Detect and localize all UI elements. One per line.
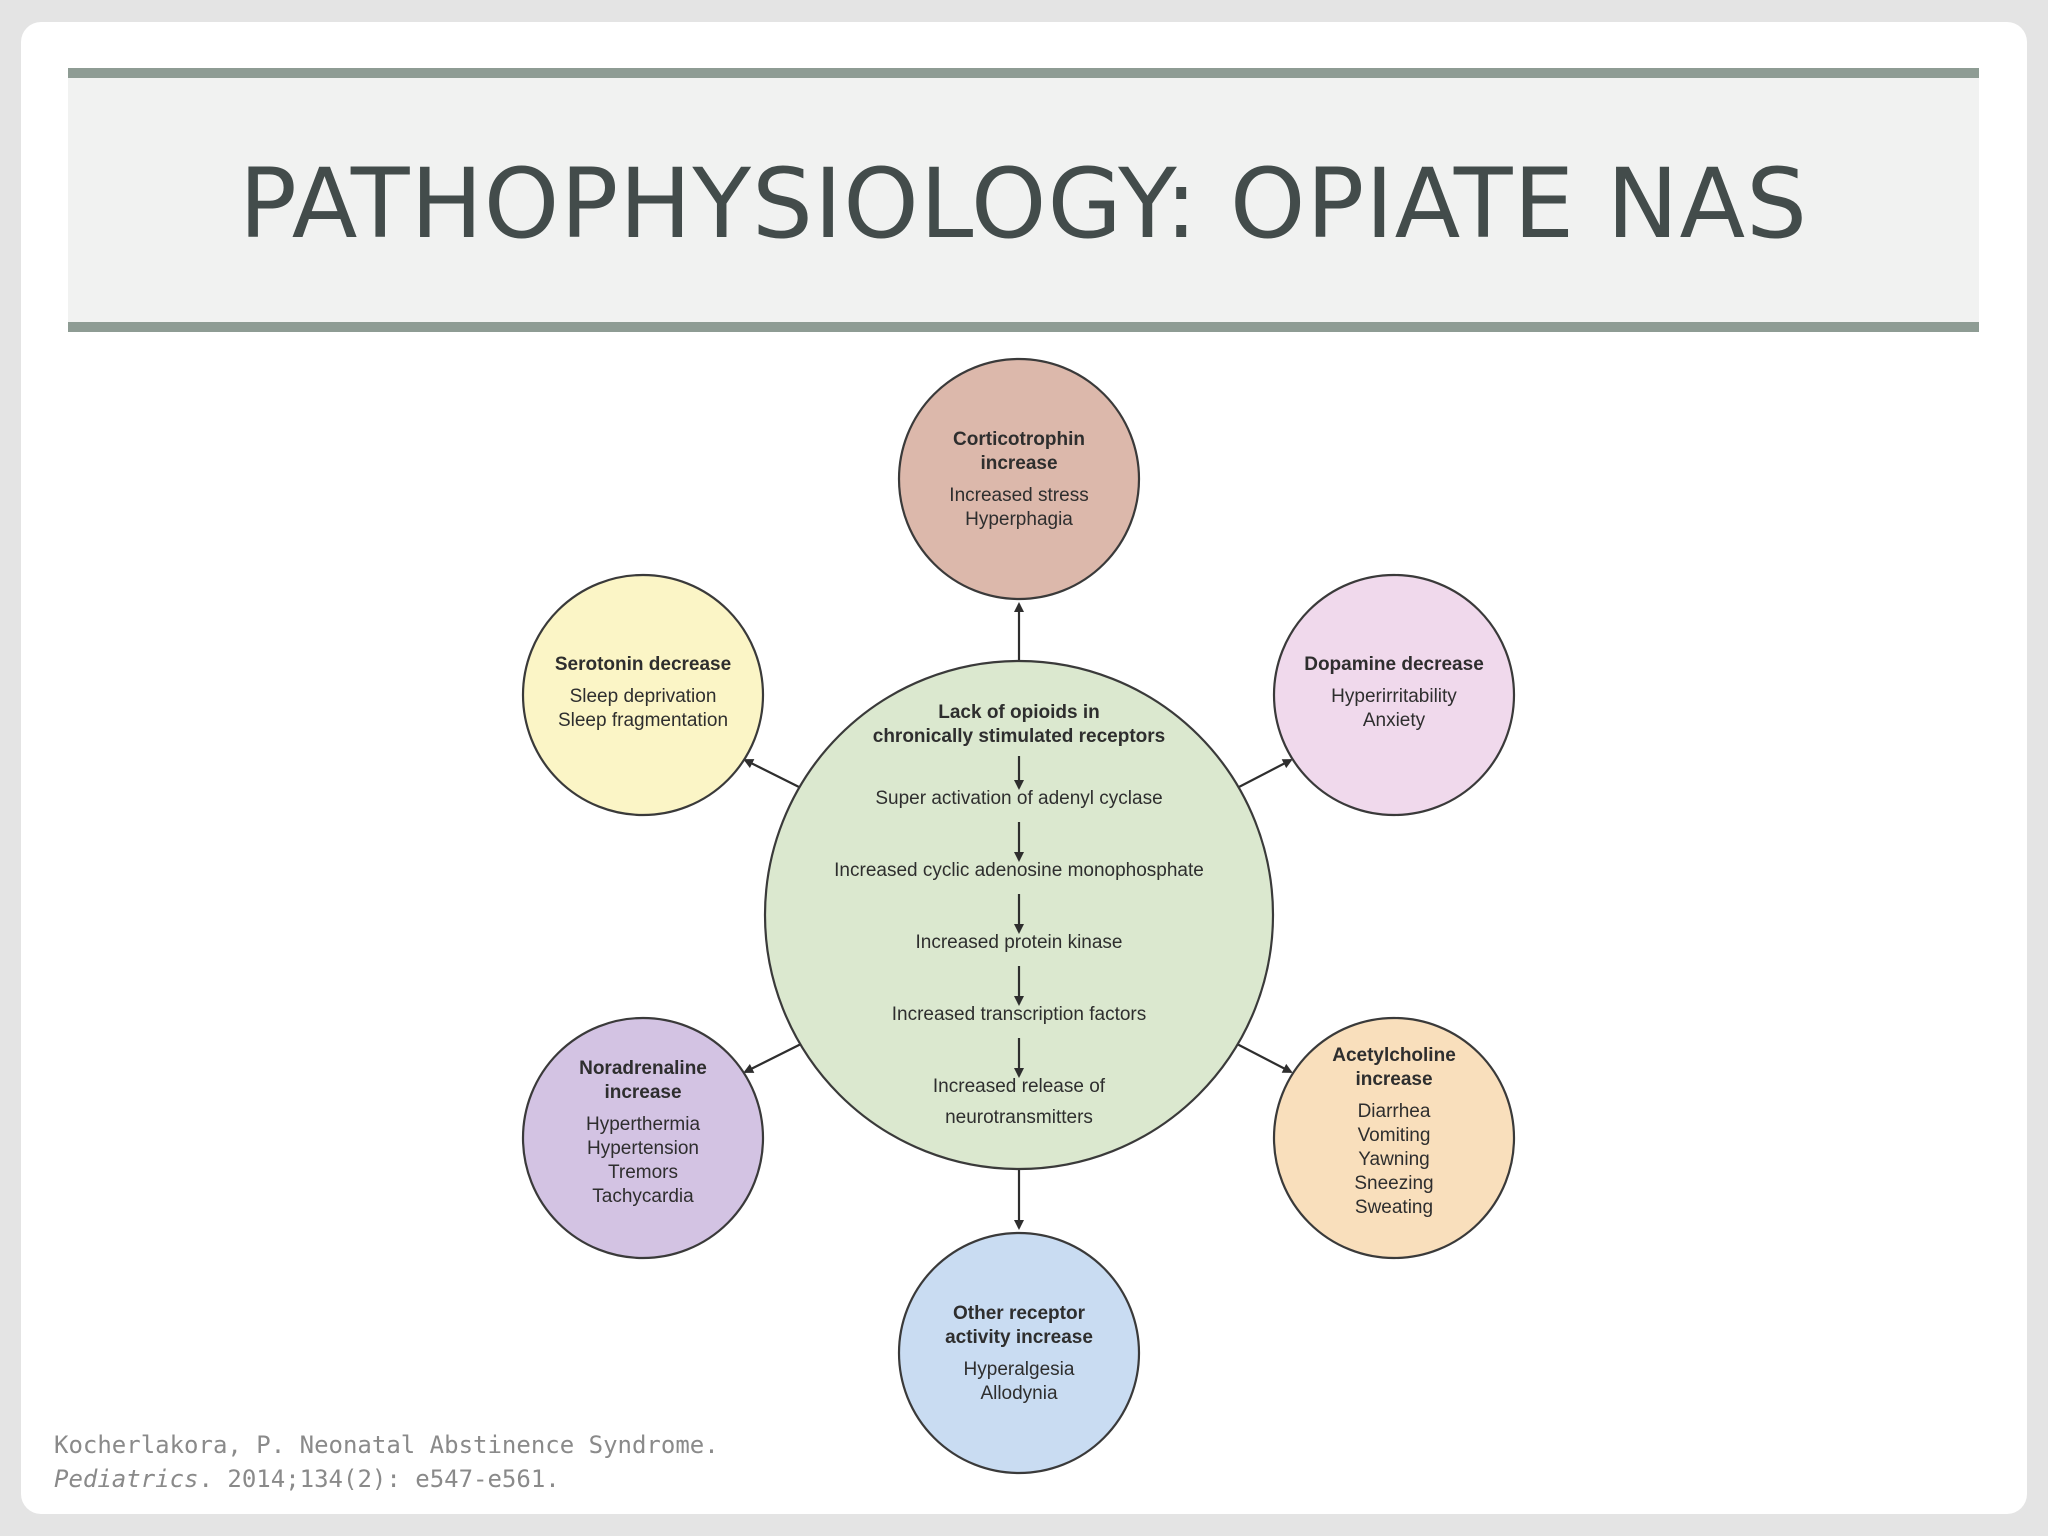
arrow-to-serotonin bbox=[743, 759, 802, 789]
serotonin-effect-2: Sleep fragmentation bbox=[558, 710, 728, 731]
noradrenaline-heading-2: increase bbox=[604, 1082, 681, 1103]
center-step-6: neurotransmitters bbox=[945, 1107, 1093, 1128]
acetylcholine-effect-2: Vomiting bbox=[1358, 1125, 1431, 1146]
serotonin-heading: Serotonin decrease bbox=[555, 654, 731, 675]
noradrenaline-node: Noradrenaline increase Hyperthermia Hype… bbox=[521, 1016, 765, 1260]
serotonin-node: Serotonin decrease Sleep deprivation Sle… bbox=[521, 573, 765, 817]
corticotrophin-effect-2: Hyperphagia bbox=[965, 509, 1073, 530]
other-receptor-heading-2: activity increase bbox=[945, 1327, 1093, 1348]
citation: Kocherlakora, P. Neonatal Abstinence Syn… bbox=[54, 1428, 719, 1496]
pathophysiology-diagram: Lack of opioids in chronically stimulate… bbox=[521, 357, 1516, 1475]
center-step-4: Increased transcription factors bbox=[892, 1004, 1147, 1025]
title-band: PATHOPHYSIOLOGY: OPIATE NAS bbox=[68, 68, 1979, 332]
center-node: Lack of opioids in chronically stimulate… bbox=[763, 659, 1275, 1171]
citation-line-1: Kocherlakora, P. Neonatal Abstinence Syn… bbox=[54, 1431, 719, 1459]
dopamine-circle bbox=[1272, 573, 1516, 817]
acetylcholine-effect-1: Diarrhea bbox=[1358, 1101, 1431, 1122]
corticotrophin-circle bbox=[897, 357, 1141, 601]
corticotrophin-node: Corticotrophin increase Increased stress… bbox=[897, 357, 1141, 601]
noradrenaline-effect-4: Tachycardia bbox=[592, 1186, 694, 1207]
citation-journal: Pediatrics bbox=[54, 1465, 199, 1493]
acetylcholine-effect-3: Yawning bbox=[1358, 1149, 1429, 1170]
noradrenaline-effect-3: Tremors bbox=[608, 1162, 678, 1183]
connector-arrows bbox=[743, 602, 1293, 1230]
noradrenaline-heading-1: Noradrenaline bbox=[579, 1058, 707, 1079]
dopamine-heading: Dopamine decrease bbox=[1304, 654, 1484, 675]
acetylcholine-circle bbox=[1272, 1016, 1516, 1260]
center-step-5: Increased release of bbox=[933, 1076, 1106, 1097]
acetylcholine-node: Acetylcholine increase Diarrhea Vomiting… bbox=[1272, 1016, 1516, 1260]
arrow-to-acetylcholine bbox=[1236, 1043, 1293, 1073]
other-receptor-circle bbox=[897, 1231, 1141, 1475]
other-receptor-effect-2: Allodynia bbox=[980, 1383, 1058, 1404]
dopamine-node: Dopamine decrease Hyperirritability Anxi… bbox=[1272, 573, 1516, 817]
center-step-3: Increased protein kinase bbox=[915, 932, 1122, 953]
center-step-2: Increased cyclic adenosine monophosphate bbox=[834, 860, 1204, 881]
acetylcholine-heading-1: Acetylcholine bbox=[1332, 1045, 1456, 1066]
center-step-1: Super activation of adenyl cyclase bbox=[875, 788, 1162, 809]
arrow-to-dopamine bbox=[1236, 759, 1293, 789]
other-receptor-heading-1: Other receptor bbox=[953, 1303, 1086, 1324]
center-heading-line-1: Lack of opioids in bbox=[938, 702, 1100, 723]
noradrenaline-circle bbox=[521, 1016, 765, 1260]
corticotrophin-effect-1: Increased stress bbox=[949, 485, 1088, 506]
corticotrophin-heading-1: Corticotrophin bbox=[953, 429, 1085, 450]
noradrenaline-effect-2: Hypertension bbox=[587, 1138, 699, 1159]
center-heading-line-2: chronically stimulated receptors bbox=[873, 726, 1166, 747]
dopamine-effect-1: Hyperirritability bbox=[1331, 686, 1457, 707]
slide: PATHOPHYSIOLOGY: OPIATE NAS Lack of opio… bbox=[21, 22, 2027, 1514]
slide-title: PATHOPHYSIOLOGY: OPIATE NAS bbox=[238, 148, 1809, 260]
arrow-to-noradrenaline bbox=[743, 1043, 802, 1073]
citation-details: . 2014;134(2): e547-e561. bbox=[198, 1465, 560, 1493]
noradrenaline-effect-1: Hyperthermia bbox=[586, 1114, 700, 1135]
acetylcholine-heading-2: increase bbox=[1355, 1069, 1432, 1090]
acetylcholine-effect-5: Sweating bbox=[1355, 1197, 1433, 1218]
serotonin-circle bbox=[521, 573, 765, 817]
other-receptor-node: Other receptor activity increase Hyperal… bbox=[897, 1231, 1141, 1475]
serotonin-effect-1: Sleep deprivation bbox=[570, 686, 717, 707]
acetylcholine-effect-4: Sneezing bbox=[1354, 1173, 1433, 1194]
corticotrophin-heading-2: increase bbox=[980, 453, 1057, 474]
citation-line-2: Pediatrics. 2014;134(2): e547-e561. bbox=[54, 1462, 719, 1496]
dopamine-effect-2: Anxiety bbox=[1363, 710, 1426, 731]
other-receptor-effect-1: Hyperalgesia bbox=[964, 1359, 1075, 1380]
